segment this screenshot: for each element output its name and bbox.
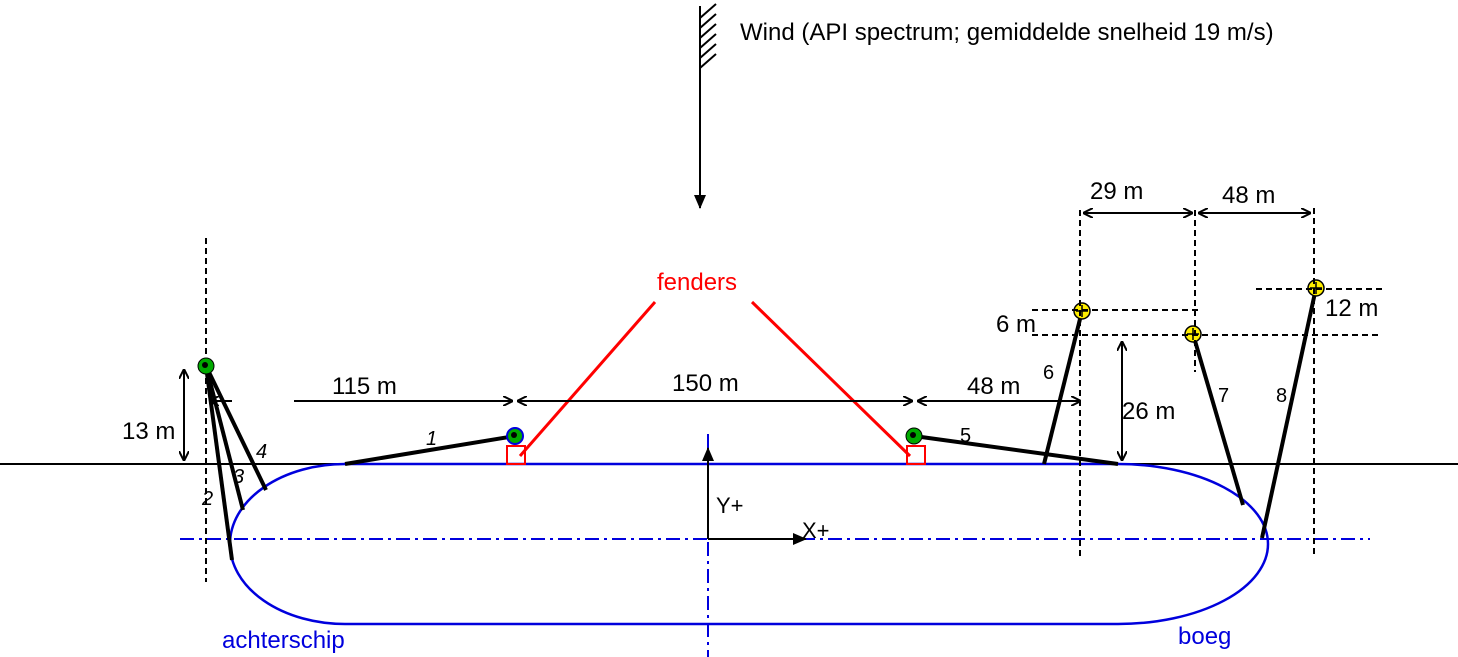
bow-label: boeg (1178, 623, 1231, 650)
line-label-1: 1 (426, 428, 437, 450)
line-label-3: 3 (233, 466, 244, 488)
dim-48a-label: 48 m (967, 373, 1020, 400)
dim-26-label: 26 m (1122, 398, 1175, 425)
mooring-line-7 (1191, 333, 1245, 506)
line-label-7: 7 (1218, 385, 1229, 407)
dim-29-label: 29 m (1090, 178, 1143, 205)
fender-aft (506, 445, 526, 465)
mooring-line-8 (1260, 287, 1318, 539)
line-label-5: 5 (960, 425, 971, 447)
line-label-4: 4 (256, 441, 267, 463)
mooring-line-3 (204, 365, 245, 511)
wind-label: Wind (API spectrum; gemiddelde snelheid … (740, 19, 1274, 46)
mooring-line-1 (344, 434, 516, 466)
aft-label: achterschip (222, 627, 345, 654)
dim-6-label: 6 m (996, 311, 1036, 338)
line-label-8: 8 (1276, 385, 1287, 407)
dim-115-gap (232, 392, 294, 410)
fenders-label: fenders (657, 269, 737, 296)
bollard-1 (506, 427, 524, 445)
fender-pointer-fwd (750, 300, 912, 458)
line-label-2: 2 (201, 488, 213, 510)
x-axis-label: X+ (802, 518, 830, 543)
mooring-line-4 (204, 365, 268, 491)
mooring-line-6 (1042, 310, 1084, 465)
wind-hatch-icon (699, 3, 717, 69)
line-label-6: 6 (1043, 362, 1054, 384)
bollard-aft (197, 357, 215, 375)
bollard-5 (905, 427, 923, 445)
dim-115-label: 115 m (332, 373, 397, 400)
dim-150-label: 150 m (672, 370, 739, 397)
y-axis-label: Y+ (716, 493, 744, 518)
fender-pointer-aft (518, 301, 657, 457)
fender-fwd (906, 445, 926, 465)
dim-12-label: 12 m (1325, 295, 1378, 322)
mooring-line-5 (913, 434, 1119, 466)
dim-48b-label: 48 m (1222, 182, 1275, 209)
dim-13-label: 13 m (122, 418, 175, 445)
ship-hull (228, 462, 1270, 626)
